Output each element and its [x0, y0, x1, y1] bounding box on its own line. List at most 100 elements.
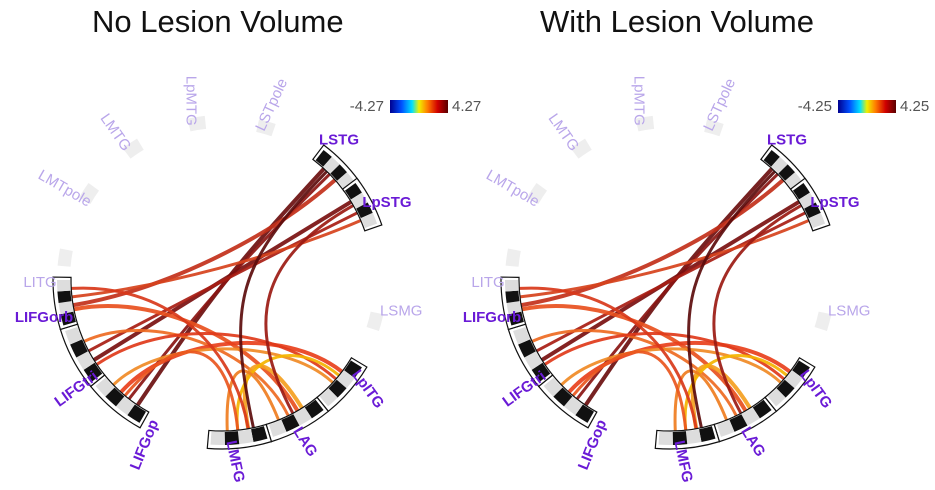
colorbar-max-label: 4.27 [452, 98, 481, 115]
node-segment-LIFGtri [513, 326, 531, 345]
node-label-LpMTG: LpMTG [182, 76, 199, 126]
node-segment-LSTG [315, 149, 332, 167]
node-segment-LIFGorb [58, 301, 74, 315]
node-segment-LIFGop [95, 377, 115, 397]
chord-LMFG-LAG [673, 369, 728, 432]
panel-title-right: With Lesion Volume [540, 4, 814, 39]
chord-LMFG-LSTG [687, 170, 776, 429]
node-segment-LAG [741, 407, 760, 426]
node-segment-LIFGtri [518, 339, 536, 358]
node-segment-LAG [293, 407, 312, 426]
node-segment-LpSTG [344, 183, 362, 200]
node-segment-LIFGop [543, 377, 563, 397]
node-label-LITG: LITG [23, 274, 56, 291]
node-label-LIFGorb: LIFGorb [463, 309, 521, 326]
node-segment-LIFGtri [531, 362, 551, 382]
node-label-LIFGop: LIFGop [575, 417, 610, 472]
node-segment-LpSTG [356, 202, 373, 219]
node-label-LMTG: LMTG [545, 111, 583, 155]
chord-LIFGorb-LSTG [520, 178, 785, 308]
chord-LIFGop-LpITG [119, 340, 344, 394]
node-label-LAG: LAG [289, 424, 320, 460]
node-segment-LpMTG [187, 115, 207, 132]
node-segment-LIFGop [575, 404, 594, 423]
node-segment-LpITG [792, 360, 810, 379]
chord-LMFG-LpITG [235, 354, 340, 431]
node-segment-LpITG [784, 370, 803, 389]
chord-LMFG-LAG [690, 364, 752, 430]
node-segment-LpSTG [798, 192, 816, 209]
chord-LIFGop-LpITG [112, 347, 334, 386]
node-segment-LpITG [776, 379, 795, 398]
node-segment-LSTpole [256, 119, 276, 137]
node-segment-LAG [716, 419, 735, 437]
chord-LIFGorb-LpSTG [71, 219, 362, 299]
chord-LMFG-LAG [242, 364, 304, 430]
chord-LIFGorb-LpSTG [519, 219, 810, 299]
chord-panel-left: LSTGLpSTGLSMGLpITGLAGLMFGLIFGopLIFGtriLI… [15, 76, 481, 484]
node-segment-LSTG [323, 156, 340, 174]
node-segment-LSTG [763, 149, 780, 167]
node-label-LSMG: LSMG [828, 303, 871, 320]
node-segment-LIFGtri [524, 351, 543, 370]
node-segment-LAG [281, 414, 300, 432]
node-label-LSMG: LSMG [380, 303, 423, 320]
node-segment-LpITG [767, 388, 786, 407]
colorbar-min-label: -4.27 [350, 98, 384, 115]
panel-title-left: No Lesion Volume [92, 4, 344, 39]
node-segment-LITG [57, 248, 73, 267]
node-segment-LIFGorb [60, 311, 76, 326]
node-segment-LpSTG [808, 212, 826, 229]
node-label-LSTG: LSTG [767, 132, 807, 149]
node-label-LIFGorb: LIFGorb [15, 309, 73, 326]
chord-LIFGop-LpITG [567, 340, 792, 394]
chord-LMFG-LpITG [683, 354, 788, 431]
node-segment-LMFG [672, 431, 688, 445]
node-segment-LIFGop [105, 387, 125, 407]
node-segment-LAG [268, 419, 287, 437]
node-label-LMTG: LMTG [97, 111, 135, 155]
node-segment-LAG [304, 399, 324, 419]
node-segment-LIFGtri [76, 351, 95, 370]
node-segment-LpSTG [350, 192, 368, 209]
node-label-LpITG: LpITG [348, 367, 387, 412]
node-segment-LMFG [685, 429, 702, 445]
node-segment-LIFGorb [57, 280, 71, 292]
colorbar-max-label: 4.25 [900, 98, 929, 115]
node-segment-LIFGop [127, 404, 146, 423]
chord-LIFGtri-LpITG [96, 332, 337, 380]
node-segment-LSTG [771, 156, 788, 174]
node-segment-LSTpole [704, 119, 724, 137]
chord-LAG-LpSTG [712, 204, 802, 414]
colorbar [390, 100, 448, 113]
chord-LMFG-LSTG [239, 170, 328, 429]
node-label-LpSTG: LpSTG [362, 194, 411, 211]
node-segment-LSTG [778, 164, 795, 181]
node-segment-LSTG [330, 164, 347, 181]
node-segment-LIFGtri [65, 326, 83, 345]
colorbar-min-label: -4.25 [798, 98, 832, 115]
chord-LIFGorb-LMFG [70, 286, 250, 430]
node-segment-LSMG [814, 311, 832, 331]
node-segment-LMFG [251, 426, 268, 442]
chord-LIFGop-LMFG [572, 350, 688, 431]
chord-LIFGorb-LMFG [518, 286, 698, 430]
node-segment-LSMG [366, 311, 384, 331]
node-segment-LSTG [337, 172, 354, 189]
node-segment-LpITG [319, 388, 338, 407]
chord-LIFGorb-LSTG [72, 178, 337, 308]
node-label-LITG: LITG [471, 274, 504, 291]
chord-LIFGop-LpITG [560, 347, 782, 386]
node-label-LIFGop: LIFGop [127, 417, 162, 472]
chord-LIFGtri-LpITG [544, 332, 785, 380]
node-label-LpITG: LpITG [796, 367, 835, 412]
node-segment-LpMTG [635, 115, 655, 132]
colorbar [838, 100, 896, 113]
node-segment-LIFGorb [505, 280, 519, 292]
node-label-LpSTG: LpSTG [810, 194, 859, 211]
node-segment-LMTG [122, 138, 144, 159]
node-segment-LpITG [336, 370, 355, 389]
node-segment-LIFGorb [506, 301, 522, 315]
node-segment-LIFGtri [83, 362, 103, 382]
